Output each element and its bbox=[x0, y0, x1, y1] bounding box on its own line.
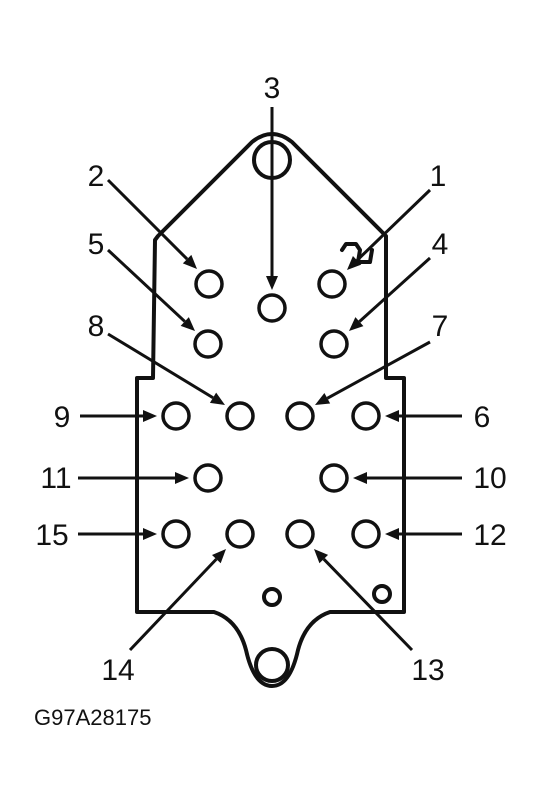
pin-hole-10 bbox=[319, 463, 349, 493]
pin-label-7: 7 bbox=[432, 310, 449, 343]
leader-lines bbox=[78, 107, 462, 652]
pin-label-4: 4 bbox=[432, 228, 449, 261]
pin-hole-1 bbox=[317, 269, 347, 299]
arrowhead-10 bbox=[353, 472, 367, 484]
pin-hole-2 bbox=[194, 269, 224, 299]
arrowhead-2 bbox=[182, 254, 197, 269]
pin-holes bbox=[161, 269, 381, 549]
pin-label-9: 9 bbox=[54, 401, 71, 434]
pin-label-14: 14 bbox=[101, 654, 134, 687]
pin-1-marker bbox=[340, 242, 374, 264]
arrowhead-12 bbox=[385, 528, 399, 540]
pin-label-5: 5 bbox=[88, 228, 105, 261]
pin-hole-5 bbox=[193, 329, 223, 359]
pin-hole-12 bbox=[351, 519, 381, 549]
arrowhead-4 bbox=[349, 317, 364, 331]
leader-line-14 bbox=[128, 558, 218, 652]
leader-line-8 bbox=[107, 332, 214, 400]
pin-label-10: 10 bbox=[473, 462, 506, 495]
pin-label-6: 6 bbox=[474, 401, 491, 434]
arrowhead-1 bbox=[347, 255, 362, 270]
arrowhead-5 bbox=[180, 317, 195, 331]
arrowhead-6 bbox=[385, 410, 399, 422]
pin-label-8: 8 bbox=[88, 310, 105, 343]
pin-label-15: 15 bbox=[35, 519, 68, 552]
arrowhead-3 bbox=[266, 276, 278, 290]
connector-body bbox=[135, 132, 406, 688]
leader-line-5 bbox=[106, 248, 186, 323]
pin-label-11: 11 bbox=[40, 462, 71, 495]
pin-label-2: 2 bbox=[88, 160, 105, 193]
pin-label-13: 13 bbox=[411, 654, 444, 687]
arrowhead-8 bbox=[209, 392, 225, 405]
leader-line-13 bbox=[322, 558, 414, 652]
leader-line-7 bbox=[326, 340, 431, 400]
pin-hole-11 bbox=[193, 463, 223, 493]
pin-label-12: 12 bbox=[473, 519, 506, 552]
pin-hole-9 bbox=[161, 401, 191, 431]
pin-hole-8 bbox=[225, 401, 255, 431]
pin-hole-7 bbox=[285, 401, 315, 431]
pin-hole-6 bbox=[351, 401, 381, 431]
pin-label-3: 3 bbox=[264, 72, 281, 105]
mounting-hole-right bbox=[372, 584, 392, 604]
leader-line-4 bbox=[358, 256, 432, 323]
pin-labels: 1 2 3 4 5 6 7 8 9 10 11 12 13 14 15 bbox=[35, 72, 506, 687]
leader-line-1 bbox=[356, 188, 432, 262]
arrowhead-13 bbox=[314, 549, 329, 564]
leader-line-2 bbox=[106, 178, 189, 261]
pin-hole-3 bbox=[257, 293, 287, 323]
arrowhead-11 bbox=[175, 472, 189, 484]
bottom-keying-hole bbox=[254, 647, 290, 683]
pin-hole-4 bbox=[319, 329, 349, 359]
pin-hole-14 bbox=[225, 519, 255, 549]
pin-label-1: 1 bbox=[430, 160, 447, 193]
arrowhead-15 bbox=[143, 528, 157, 540]
arrowhead-9 bbox=[143, 410, 157, 422]
arrowhead-14 bbox=[212, 549, 226, 564]
arrowhead-7 bbox=[315, 393, 331, 405]
mounting-hole-left bbox=[262, 587, 282, 607]
pin-hole-13 bbox=[285, 519, 315, 549]
figure-id: G97A28175 bbox=[34, 705, 151, 730]
pin-hole-15 bbox=[161, 519, 191, 549]
